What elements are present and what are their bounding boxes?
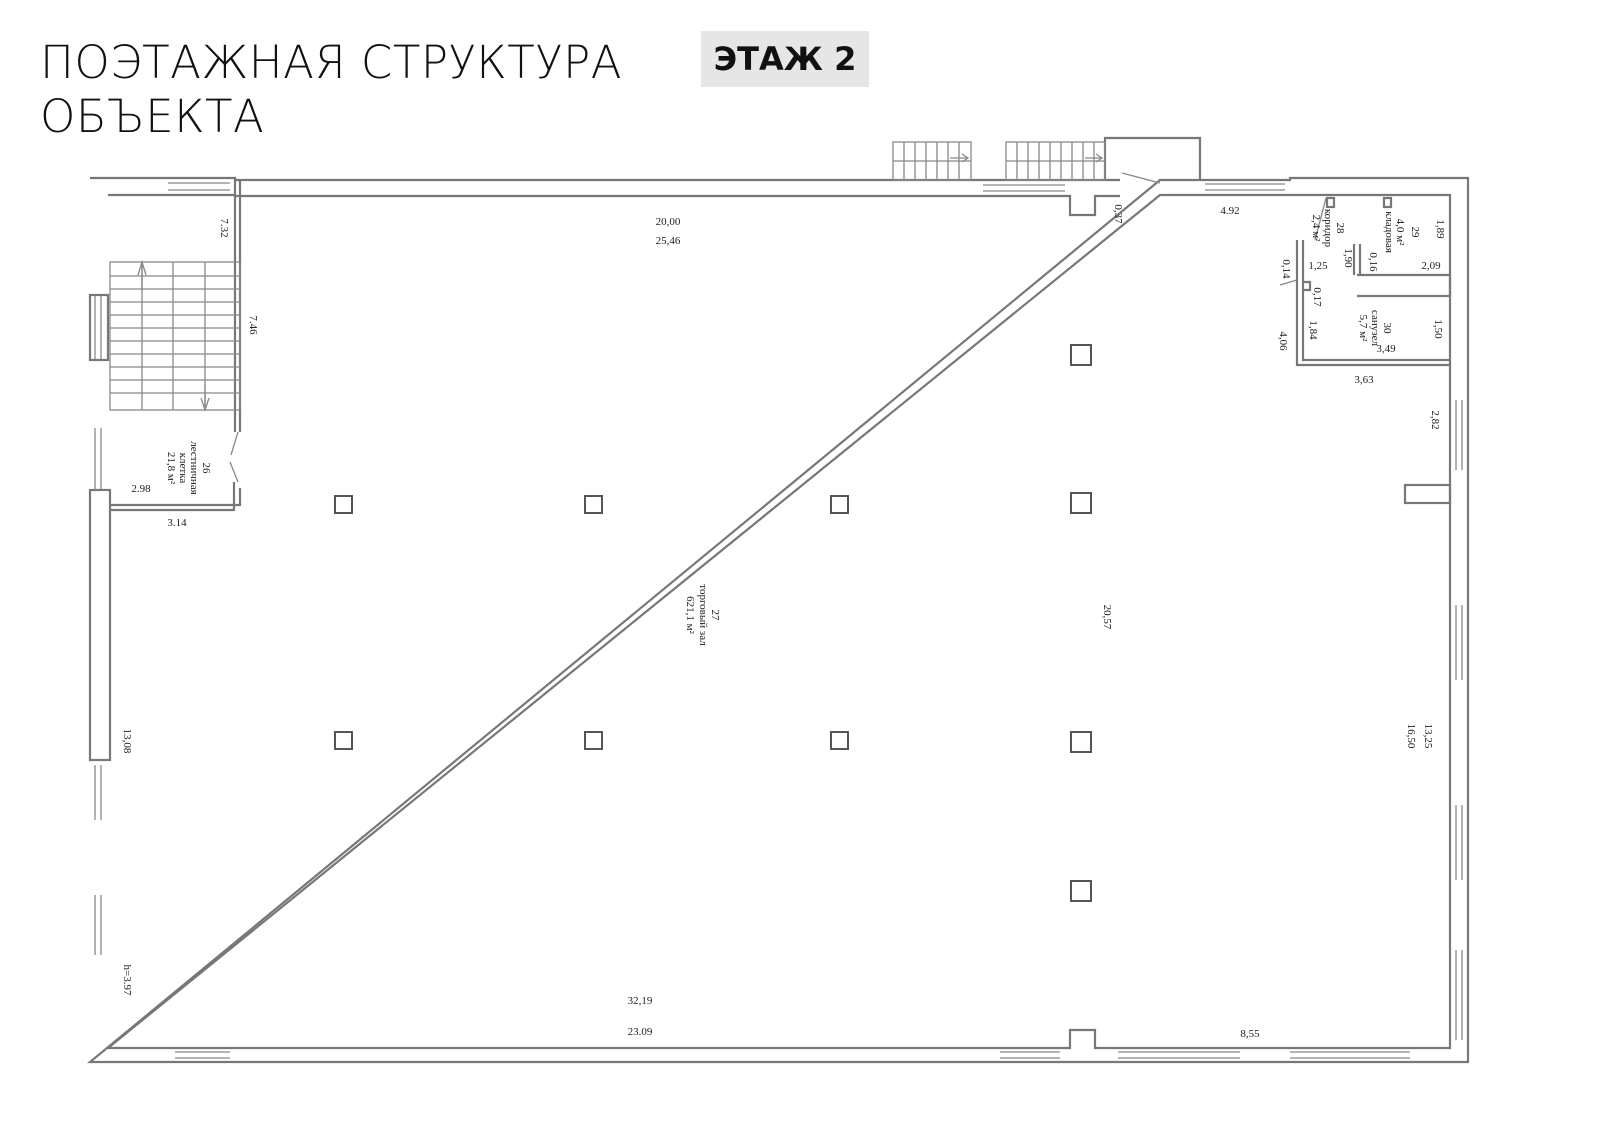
room-name: торговый зал [697, 584, 709, 646]
columns [334, 344, 1092, 902]
title-line-1: ПОЭТАЖНАЯ СТРУКТУРА [40, 36, 623, 89]
dimension-label: 0,16 [1367, 252, 1379, 272]
dimension-label: 4,06 [1277, 331, 1289, 351]
dimension-label: 13,25 [1422, 724, 1434, 749]
room-number: 29 [1409, 227, 1421, 239]
dimension-label: 20,57 [1101, 605, 1113, 630]
stairwell-room [109, 180, 242, 512]
room-area: 5,7 м² [1357, 315, 1369, 342]
page-title: ПОЭТАЖНАЯ СТРУКТУРА ОБЪЕКТА [40, 36, 622, 144]
room-area: 621,1 м² [684, 596, 696, 634]
room-area: 21,8 м² [165, 452, 177, 485]
room-number: 27 [709, 610, 721, 622]
room-label-storage: 29 4,0 м² кладовая [1383, 211, 1421, 253]
column [334, 495, 353, 514]
room-name: коридор [1322, 209, 1334, 248]
dimension-label: 1,89 [1434, 219, 1446, 239]
floor-badge: ЭТАЖ 2 [701, 31, 869, 87]
room-label-corridor: 28 коридор 2,4 м² [1310, 209, 1346, 248]
service-rooms [1279, 196, 1452, 367]
column [1070, 344, 1092, 366]
dimension-label: 16,50 [1405, 724, 1417, 749]
column [1070, 492, 1092, 514]
dimension-label: 3.14 [167, 517, 187, 529]
dimension-label: 1,84 [1307, 320, 1319, 340]
dimension-label: 2,09 [1421, 260, 1441, 272]
column [830, 731, 849, 750]
dimension-label: 23.09 [628, 1026, 653, 1038]
dimension-label: 0,37 [1112, 204, 1124, 224]
room-label-restroom: 30 санузел 5,7 м² [1357, 310, 1393, 347]
room-number: 28 [1334, 223, 1346, 235]
room-area: 2,4 м² [1310, 215, 1322, 242]
dimension-label: 3,63 [1354, 374, 1374, 386]
dimension-label: 0,14 [1280, 259, 1292, 279]
column [1070, 880, 1092, 902]
room-name: санузел [1369, 310, 1381, 347]
dimensions-vertical: 7.32 7.46 0,37 1,89 1,90 0,16 0,14 0,17 … [121, 204, 1446, 996]
room-name: клетка [177, 453, 189, 484]
dimension-label: 32,19 [628, 995, 653, 1007]
column [584, 495, 603, 514]
dimension-label: 7.46 [247, 315, 259, 335]
column [584, 731, 603, 750]
dimension-label: h=3.97 [121, 965, 133, 996]
dimension-label: 1,50 [1432, 319, 1444, 339]
room-area: 4,0 м² [1394, 219, 1406, 246]
column [1070, 731, 1092, 753]
dimension-label: 1,90 [1342, 248, 1354, 268]
dimension-label: 7.32 [218, 218, 230, 237]
dimension-label: 25,46 [656, 235, 681, 247]
column [334, 731, 353, 750]
room-label-sales-hall: 27 торговый зал 621,1 м² [684, 584, 721, 646]
dimension-label: 8,55 [1240, 1028, 1260, 1040]
column [830, 495, 849, 514]
dimension-label: 2.98 [131, 483, 151, 495]
top-staircase [892, 136, 1202, 184]
dimension-label: 3,49 [1376, 343, 1396, 355]
dimension-label: 2,82 [1429, 410, 1441, 429]
dimension-label: 1,25 [1308, 260, 1328, 272]
room-name: лестничная [188, 441, 200, 494]
room-number: 30 [1381, 323, 1393, 335]
room-name: кладовая [1383, 211, 1395, 253]
exterior-walls [86, 176, 1470, 1064]
dimension-label: 0,17 [1311, 287, 1323, 307]
title-line-2: ОБЪЕКТА [40, 90, 265, 143]
dimension-label: 4.92 [1220, 205, 1239, 217]
dimension-label: 13,08 [121, 729, 133, 754]
room-number: 26 [200, 463, 212, 475]
dimensions-horizontal: 20,00 25,46 4.92 1,25 2,09 3,49 3,63 2.9… [131, 205, 1441, 1040]
dimension-label: 20,00 [656, 216, 681, 228]
room-label-stairwell: 26 лестничная клетка 21,8 м² [165, 441, 212, 494]
